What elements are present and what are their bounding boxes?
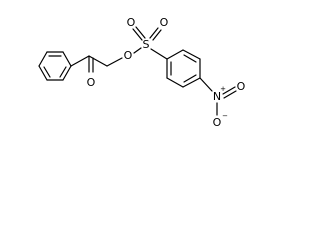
bond <box>135 26 146 39</box>
sulfonyl-oxygen-left-label: O <box>127 16 136 29</box>
bond <box>38 51 48 67</box>
nitro-oxygen-top-label: O <box>237 80 246 93</box>
bond <box>70 55 90 67</box>
sulfonyl-oxygen-right-label: O <box>160 16 169 29</box>
nitro-oxygen-charge: − <box>222 112 228 120</box>
bond <box>152 29 162 41</box>
bond <box>182 49 201 60</box>
bond <box>166 49 184 60</box>
nitro-nitrogen-charge: + <box>220 85 226 93</box>
bond <box>88 55 108 67</box>
bond <box>59 66 67 78</box>
nitro-nitrogen-label: N <box>213 90 221 103</box>
carbonyl-oxygen-label: O <box>87 76 96 89</box>
bond <box>62 65 72 81</box>
bond <box>183 54 197 63</box>
bond <box>183 74 197 83</box>
bond <box>43 66 51 78</box>
bond <box>149 27 159 39</box>
phenyl-ring <box>38 51 72 81</box>
nitrophenyl-ring <box>166 49 201 88</box>
bond <box>38 65 48 81</box>
ester-oxygen-label: O <box>124 49 133 62</box>
bond <box>223 90 237 99</box>
bond <box>106 57 123 67</box>
nitro-oxygen-bottom-label: O <box>213 116 222 129</box>
structure-diagram: O O S O O N + O O − <box>38 16 246 129</box>
bond <box>222 86 236 95</box>
molecule-drawing: O O S O O N + O O − <box>38 16 246 129</box>
bond <box>132 28 143 41</box>
bond <box>150 48 168 60</box>
bond <box>62 51 72 67</box>
sulfur-label: S <box>143 38 150 51</box>
bond <box>133 47 142 54</box>
bond <box>182 77 201 88</box>
bond <box>166 77 184 88</box>
bond <box>199 77 213 92</box>
